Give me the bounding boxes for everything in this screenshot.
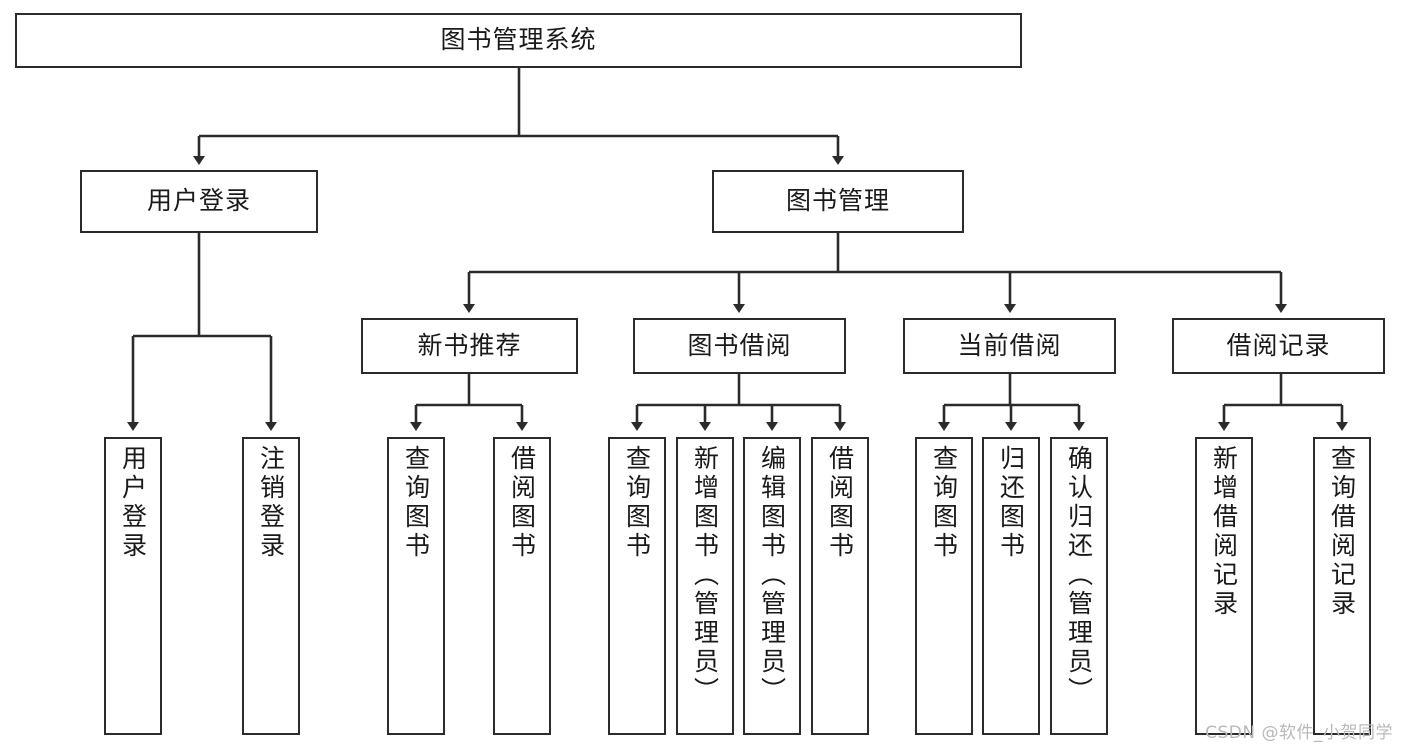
node-book-manage-label: 图书管理 (785, 186, 890, 216)
leaf-new-book-recommend-0-label: 查询图书 (401, 445, 431, 561)
leaf-current-borrow-1-label: 归还图书 (996, 445, 1026, 561)
node-borrow-record-label: 借阅记录 (1226, 330, 1331, 360)
leaf-borrow-record-1-label: 查询借阅记录 (1327, 445, 1357, 619)
leaf-user-login-0[interactable]: 用户登录 (104, 437, 162, 735)
node-current-borrow-label: 当前借阅 (957, 330, 1062, 360)
leaf-current-borrow-2[interactable]: 确认归还（管理员） (1050, 437, 1108, 735)
leaf-user-login-1-label: 注销登录 (256, 445, 286, 561)
leaf-new-book-recommend-1[interactable]: 借阅图书 (493, 437, 551, 735)
leaf-current-borrow-0-label: 查询图书 (929, 445, 959, 561)
node-root-label: 图书管理系统 (440, 25, 597, 55)
leaf-user-login-1[interactable]: 注销登录 (242, 437, 300, 735)
node-book-manage[interactable]: 图书管理 (712, 170, 964, 233)
leaf-new-book-recommend-1-label: 借阅图书 (507, 445, 537, 561)
leaf-current-borrow-2-label: 确认归还（管理员） (1064, 445, 1094, 706)
leaf-book-borrow-0-label: 查询图书 (622, 445, 652, 561)
leaf-borrow-record-0[interactable]: 新增借阅记录 (1195, 437, 1253, 735)
watermark: CSDN @软件_小贺同学 (1205, 723, 1393, 743)
leaf-book-borrow-2[interactable]: 编辑图书（管理员） (743, 437, 801, 735)
node-root[interactable]: 图书管理系统 (15, 13, 1022, 68)
leaf-current-borrow-0[interactable]: 查询图书 (915, 437, 973, 735)
node-book-borrow-label: 图书借阅 (687, 330, 792, 360)
leaf-borrow-record-0-label: 新增借阅记录 (1209, 445, 1239, 619)
leaf-current-borrow-1[interactable]: 归还图书 (982, 437, 1040, 735)
node-new-book-recommend[interactable]: 新书推荐 (361, 318, 578, 374)
leaf-user-login-0-label: 用户登录 (118, 445, 148, 561)
leaf-book-borrow-2-label: 编辑图书（管理员） (757, 445, 787, 706)
node-user-login-label: 用户登录 (146, 186, 251, 216)
leaf-book-borrow-3[interactable]: 借阅图书 (811, 437, 869, 735)
node-user-login[interactable]: 用户登录 (80, 170, 318, 233)
node-new-book-recommend-label: 新书推荐 (417, 330, 522, 360)
node-book-borrow[interactable]: 图书借阅 (633, 318, 846, 374)
leaf-book-borrow-1-label: 新增图书（管理员） (690, 445, 720, 706)
node-borrow-record[interactable]: 借阅记录 (1172, 318, 1385, 374)
leaf-book-borrow-0[interactable]: 查询图书 (608, 437, 666, 735)
node-current-borrow[interactable]: 当前借阅 (903, 318, 1116, 374)
leaf-borrow-record-1[interactable]: 查询借阅记录 (1313, 437, 1371, 735)
leaf-book-borrow-1[interactable]: 新增图书（管理员） (676, 437, 734, 735)
leaf-book-borrow-3-label: 借阅图书 (825, 445, 855, 561)
leaf-new-book-recommend-0[interactable]: 查询图书 (387, 437, 445, 735)
